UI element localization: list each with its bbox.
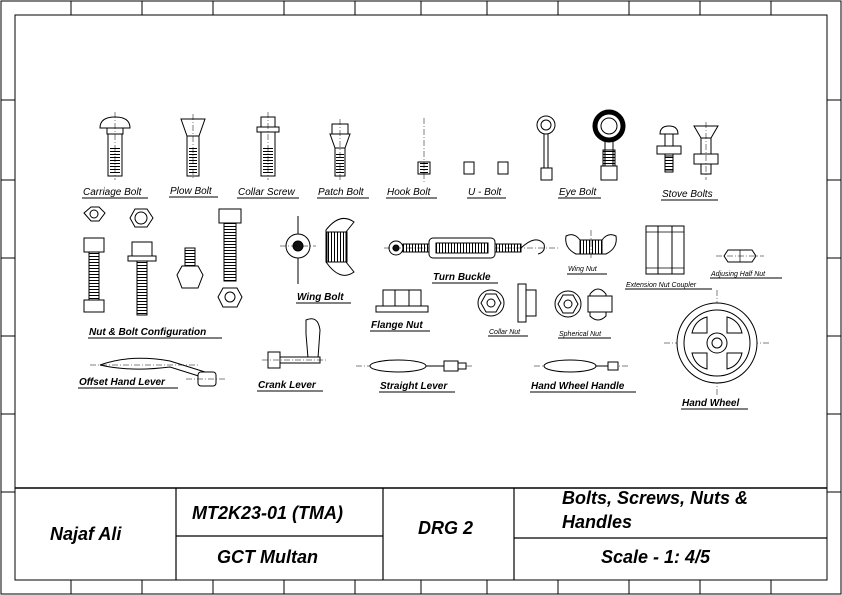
forged-eye-bolt-drawing [592, 109, 626, 181]
u-bolt-drawing: U - Bolt [463, 118, 509, 199]
author-name: Najaf Ali [50, 524, 122, 544]
extension-nut-coupler-label: Extension Nut Coupler [626, 282, 697, 289]
extension-nut-coupler-drawing: Extension Nut Coupler [625, 225, 712, 290]
collar-screw-label: Collar Screw [238, 187, 295, 198]
spherical-nut-label: Spherical Nut [559, 331, 602, 338]
collar-screw-drawing: Collar Screw [237, 112, 299, 199]
hand-wheel-label: Hand Wheel [682, 398, 739, 409]
crank-lever-drawing: Crank Lever [257, 318, 326, 392]
roll-number: MT2K23-01 (TMA) [192, 503, 343, 523]
drawing-number: DRG 2 [418, 518, 473, 538]
offset-hand-lever-drawing: Offset Hand Lever [78, 357, 226, 389]
hand-wheel-drawing: Hand Wheel [664, 290, 770, 410]
eye-bolt-label: Eye Bolt [559, 187, 597, 198]
nut-bolt-config-label: Nut & Bolt Configuration [89, 327, 206, 338]
collar-nut-label: Collar Nut [489, 329, 521, 336]
collar-nut-drawing: Collar Nut [477, 283, 537, 337]
flange-nut-drawing: Flange Nut [370, 289, 430, 332]
straight-lever-label: Straight Lever [380, 381, 448, 392]
wing-bolt-label: Wing Bolt [297, 292, 344, 303]
patch-bolt-label: Patch Bolt [318, 187, 365, 198]
turn-buckle-drawing: Turn Buckle [384, 237, 558, 284]
carriage-bolt-drawing: Carriage Bolt [82, 112, 148, 199]
hook-bolt-drawing: Hook Bolt [386, 118, 437, 199]
straight-lever-drawing: Straight Lever [356, 359, 474, 393]
nut-bolt-config-drawing: Nut & Bolt Configuration [83, 206, 243, 339]
plow-bolt-label: Plow Bolt [170, 186, 213, 197]
institute-name: GCT Multan [217, 547, 318, 567]
patch-bolt-drawing: Patch Bolt [317, 119, 369, 199]
crank-lever-label: Crank Lever [258, 380, 317, 391]
drawing-title-line1: Bolts, Screws, Nuts & [562, 488, 748, 508]
wing-bolt-drawing: Wing Bolt [280, 216, 355, 304]
adjusting-half-nut-drawing: Adjusing Half Nut [710, 249, 782, 279]
hand-wheel-handle-label: Hand Wheel Handle [531, 381, 625, 392]
hand-wheel-handle-drawing: Hand Wheel Handle [530, 359, 636, 393]
hook-bolt-label: Hook Bolt [387, 187, 432, 198]
wing-nut-label: Wing Nut [568, 266, 598, 273]
wing-nut-drawing: Wing Nut [565, 230, 617, 275]
u-bolt-label: U - Bolt [468, 187, 503, 198]
offset-hand-lever-label: Offset Hand Lever [79, 377, 166, 388]
eye-bolt-drawing: Eye Bolt [536, 115, 601, 199]
title-block: Najaf Ali MT2K23-01 (TMA) GCT Multan DRG… [15, 487, 827, 580]
spherical-nut-drawing: Spherical Nut [554, 288, 613, 339]
drawing-scale: Scale - 1: 4/5 [601, 547, 711, 567]
stove-bolts-label: Stove Bolts [662, 189, 713, 200]
carriage-bolt-label: Carriage Bolt [83, 187, 143, 198]
plow-bolt-drawing: Plow Bolt [169, 114, 218, 198]
drawing-title-line2: Handles [562, 512, 632, 532]
flange-nut-label: Flange Nut [371, 320, 423, 331]
turn-buckle-label: Turn Buckle [433, 272, 491, 283]
stove-bolts-drawing: Stove Bolts [656, 122, 719, 201]
adjusting-half-nut-label: Adjusing Half Nut [710, 271, 766, 278]
